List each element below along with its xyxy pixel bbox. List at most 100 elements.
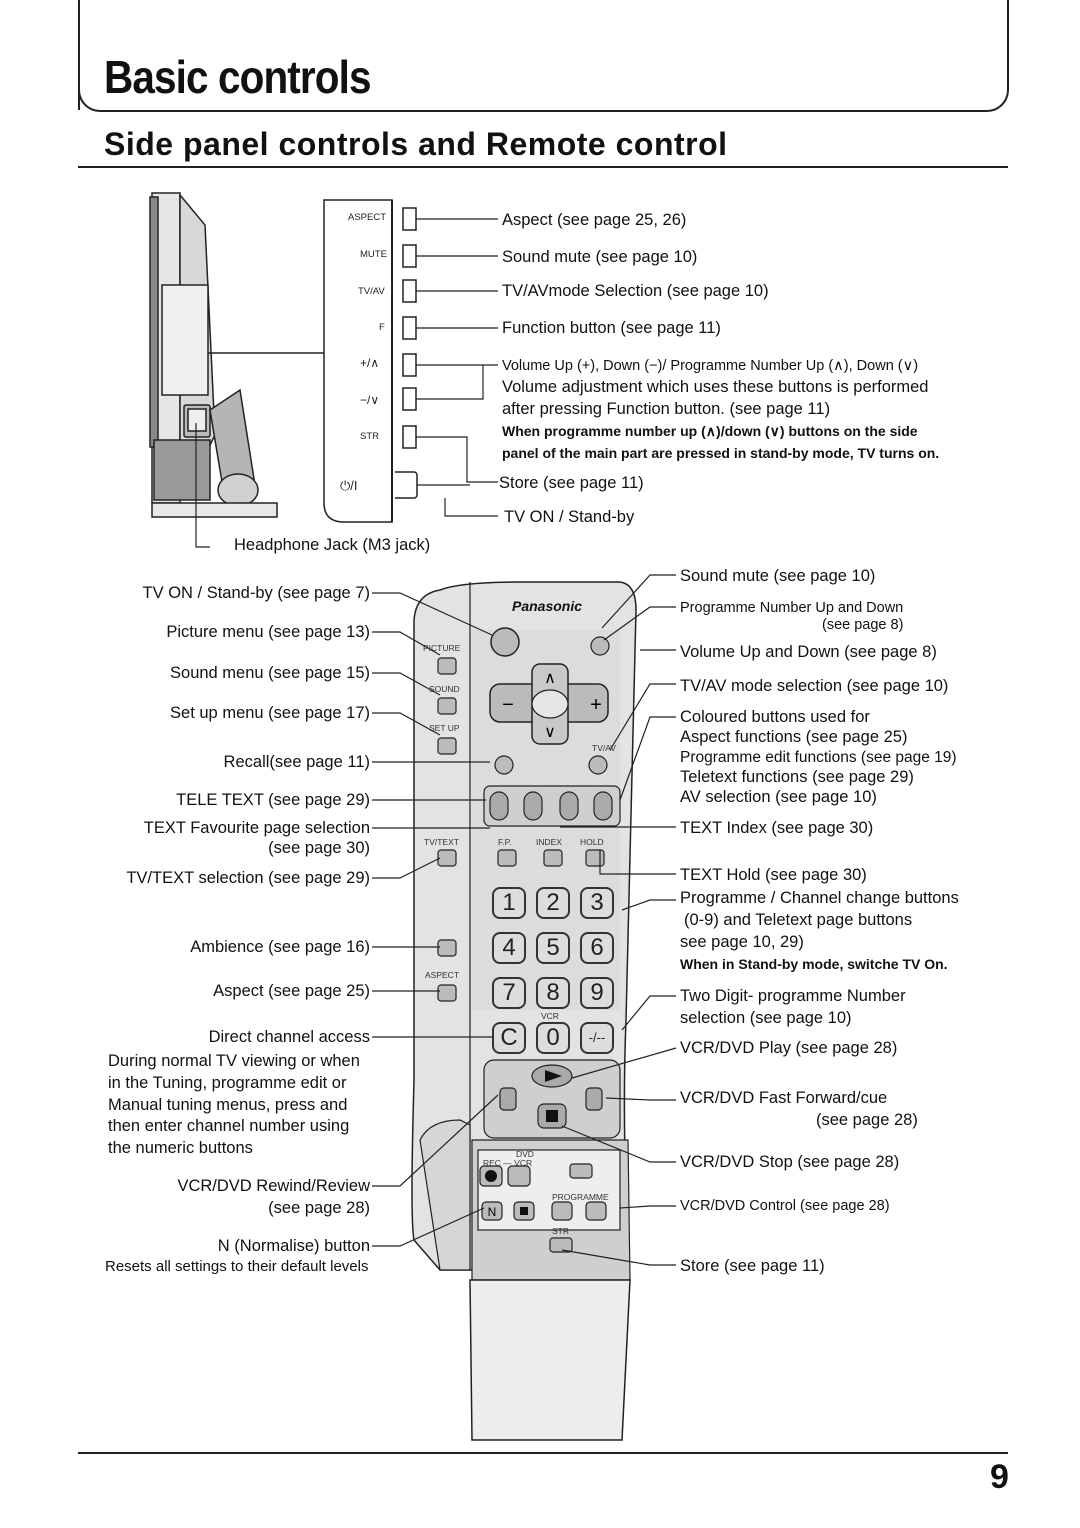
key-two-digit[interactable]: -/--: [580, 1022, 614, 1054]
direct-desc-4: then enter channel number using: [108, 1117, 350, 1135]
side-plus-label: +/∧: [360, 356, 380, 370]
mute-button[interactable]: [590, 636, 610, 656]
side-tvav-label: TV/AV: [358, 286, 385, 297]
index-button[interactable]: [543, 849, 563, 867]
side-volume-callout: Volume Up (+), Down (−)/ Programme Numbe…: [502, 358, 919, 374]
setup-callout: Set up menu (see page 17): [170, 704, 370, 722]
side-str-label: STR: [360, 431, 379, 442]
coloured-teletext: Teletext functions (see page 29): [680, 768, 914, 786]
normalise-callout: N (Normalise) button: [217, 1237, 370, 1255]
brand-logo: Panasonic: [512, 598, 583, 614]
two-digit-callout-2: selection (see page 10): [680, 1009, 852, 1027]
side-volume-up-button[interactable]: [402, 353, 417, 377]
control-callout: VCR/DVD Control (see page 28): [680, 1198, 890, 1214]
side-mute-callout: Sound mute (see page 10): [502, 248, 698, 266]
blue-button[interactable]: [593, 791, 613, 821]
coloured-aspect: Aspect functions (see page 25): [680, 728, 908, 746]
vcr-prog-down-button[interactable]: [551, 1201, 573, 1221]
str-label: STR: [552, 1226, 569, 1236]
power-callout: TV ON / Stand-by (see page 7): [142, 584, 370, 602]
coloured-programme: Programme edit functions (see page 19): [680, 749, 957, 766]
power-button[interactable]: [490, 627, 520, 657]
vcr-prog-up-button[interactable]: [585, 1201, 607, 1221]
sound-label: SOUND: [429, 684, 460, 694]
index-label: INDEX: [536, 837, 562, 847]
mute-callout: Sound mute (see page 10): [680, 567, 876, 585]
side-volume-down-button[interactable]: [402, 387, 417, 411]
side-note-2: panel of the main part are pressed in st…: [502, 445, 940, 461]
normalise-button[interactable]: [481, 1201, 503, 1221]
side-f-label: F: [379, 322, 385, 333]
aspect-button[interactable]: [437, 984, 457, 1002]
key-3[interactable]: 3: [580, 887, 614, 919]
key-0[interactable]: 0: [536, 1022, 570, 1054]
sound-button[interactable]: [437, 697, 457, 715]
channel-callout: Programme / Channel change buttons: [680, 889, 959, 907]
key-6[interactable]: 6: [580, 932, 614, 964]
ff-callout-page: (see page 28): [816, 1111, 918, 1129]
side-tvav-callout: TV/AVmode Selection (see page 10): [502, 282, 769, 300]
tvav-button[interactable]: [588, 755, 608, 775]
key-2[interactable]: 2: [536, 887, 570, 919]
coloured-av: AV selection (see page 10): [680, 788, 877, 806]
channel-callout-3: see page 10, 29): [680, 933, 804, 951]
direct-desc-3: Manual tuning menus, press and: [108, 1096, 348, 1114]
side-store-button[interactable]: [402, 425, 417, 449]
page-title: Basic controls: [104, 51, 372, 103]
tvav-callout: TV/AV mode selection (see page 10): [680, 677, 949, 695]
title-frame: [78, 0, 1009, 112]
aspect-label: ASPECT: [425, 970, 460, 980]
key-8[interactable]: 8: [536, 977, 570, 1009]
key-5[interactable]: 5: [536, 932, 570, 964]
side-note-1: When programme number up (∧)/down (∨) bu…: [502, 423, 918, 439]
two-digit-callout: Two Digit- programme Number: [680, 987, 906, 1005]
prog-callout: Programme Number Up and Down: [680, 600, 904, 616]
hold-callout: TEXT Hold (see page 30): [680, 866, 867, 884]
green-button[interactable]: [523, 791, 543, 821]
side-tvav-button[interactable]: [402, 279, 417, 303]
setup-label: SET UP: [429, 723, 460, 733]
ambience-callout: Ambience (see page 16): [190, 938, 370, 956]
red-button[interactable]: [489, 791, 509, 821]
direct-desc-1: During normal TV viewing or when: [108, 1052, 360, 1070]
yellow-button[interactable]: [559, 791, 579, 821]
tvtext-callout: TV/TEXT selection (see page 29): [126, 869, 370, 887]
fp-label: F.P.: [498, 837, 512, 847]
picture-button[interactable]: [437, 657, 457, 675]
store-button[interactable]: [549, 1237, 573, 1253]
channel-callout-2: (0-9) and Teletext page buttons: [684, 911, 913, 929]
side-power-button[interactable]: [395, 471, 418, 499]
key-4[interactable]: 4: [492, 932, 526, 964]
side-volume-desc-2: after pressing Function button. (see pag…: [502, 400, 831, 418]
sound-callout: Sound menu (see page 15): [170, 664, 370, 682]
vcr-power-button[interactable]: [507, 1165, 531, 1187]
setup-button[interactable]: [437, 737, 457, 755]
svg-text:∨: ∨: [544, 724, 556, 741]
key-c[interactable]: C: [492, 1022, 526, 1054]
teletext-callout: TELE TEXT (see page 29): [176, 791, 370, 809]
side-aspect-button[interactable]: [402, 207, 417, 231]
tvav-label: TV/AV: [592, 743, 616, 753]
pause-button[interactable]: [569, 1163, 593, 1179]
rewind-button[interactable]: [499, 1087, 517, 1111]
recall-button[interactable]: [494, 755, 514, 775]
side-function-button[interactable]: [402, 316, 417, 340]
side-mute-button[interactable]: [402, 244, 417, 268]
store-callout: Store (see page 11): [680, 1257, 825, 1275]
side-mute-label: MUTE: [360, 249, 387, 260]
key-7[interactable]: 7: [492, 977, 526, 1009]
tvtext-button[interactable]: [437, 849, 457, 867]
fp-button[interactable]: [497, 849, 517, 867]
side-panel-frame: [323, 199, 393, 523]
ambience-button[interactable]: [437, 939, 457, 957]
key-1[interactable]: 1: [492, 887, 526, 919]
fast-forward-button[interactable]: [585, 1087, 603, 1111]
prog-callout-page: (see page 8): [822, 617, 904, 633]
side-aspect-label: ASPECT: [348, 212, 387, 223]
rewind-callout-page: (see page 28): [268, 1199, 370, 1217]
side-aspect-callout: Aspect (see page 25, 26): [502, 211, 687, 229]
picture-callout: Picture menu (see page 13): [166, 623, 370, 641]
direct-desc-2: in the Tuning, programme edit or: [108, 1074, 347, 1092]
tv-side-view: [149, 192, 278, 518]
key-9[interactable]: 9: [580, 977, 614, 1009]
